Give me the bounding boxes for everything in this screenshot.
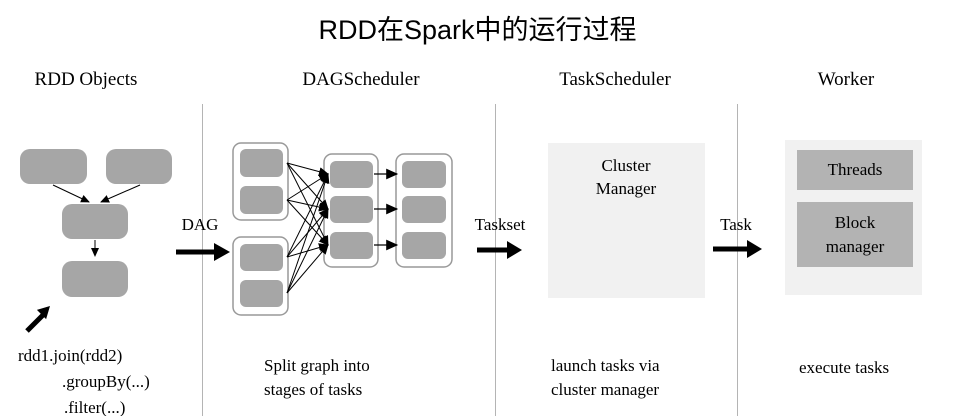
task-flow-arrow [713, 240, 762, 258]
rdd-code-caption: rdd1.join(rdd2) .groupBy(...) .filter(..… [18, 343, 150, 416]
task-arrow-label: Task [720, 215, 752, 234]
stage-task-c2 [330, 196, 373, 223]
stage-task-c1 [330, 161, 373, 188]
dagscheduler-caption: Split graph into stages of tasks [264, 354, 370, 402]
code-line-1: rdd1.join(rdd2) [18, 346, 123, 365]
page-title: RDD在Spark中的运行过程 [318, 15, 637, 45]
column-header-worker: Worker [817, 69, 875, 90]
taskset-arrow-label: Taskset [474, 215, 526, 234]
stage-task-b2 [240, 280, 283, 307]
stage-task-b1 [240, 244, 283, 271]
taskscheduler-caption: launch tasks via cluster manager [551, 354, 660, 402]
caption-line: stages of tasks [264, 380, 363, 399]
rdd-node-2 [106, 149, 172, 184]
stage-task-c3 [330, 232, 373, 259]
taskset-flow-arrow [477, 241, 522, 259]
caption-line: cluster manager [551, 380, 660, 399]
stage-dependency-edges [286, 162, 330, 294]
stage-task-a1 [240, 149, 283, 177]
code-line-3: .filter(...) [64, 398, 126, 416]
block-manager-label: Block manager [825, 213, 885, 256]
code-line-2: .groupBy(...) [62, 372, 150, 391]
cluster-manager-panel [548, 143, 705, 298]
caption-line: Split graph into [264, 356, 370, 375]
rdd-edge-1-3 [52, 184, 90, 203]
rdd-node-1 [20, 149, 87, 184]
rdd-node-3 [62, 204, 128, 239]
rdd-node-4 [62, 261, 128, 297]
stage-task-d3 [402, 232, 446, 259]
column-header-rdd-objects: RDD Objects [34, 69, 138, 90]
dag-arrow-label: DAG [181, 215, 219, 234]
rdd-edge-2-3 [100, 184, 141, 203]
threads-label: Threads [827, 160, 883, 179]
stage-output-edges [374, 168, 399, 251]
stage-task-a2 [240, 186, 283, 214]
caption-line: execute tasks [799, 358, 890, 377]
caption-line: launch tasks via [551, 356, 660, 375]
stage-task-d1 [402, 161, 446, 188]
column-header-dagscheduler: DAGScheduler [302, 69, 420, 90]
code-pointer-arrow [25, 313, 45, 333]
block-manager-box [797, 202, 913, 267]
worker-caption: execute tasks [799, 356, 889, 380]
column-header-taskscheduler: TaskScheduler [559, 69, 671, 90]
dag-flow-arrow [176, 243, 230, 261]
cluster-manager-label: Cluster Manager [595, 156, 657, 198]
code-pointer-arrowhead [36, 306, 50, 320]
stage-task-d2 [402, 196, 446, 223]
threads-box [797, 150, 913, 190]
